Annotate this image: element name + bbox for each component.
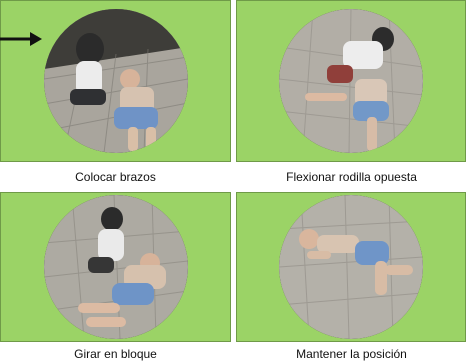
step-caption-3: Girar en bloque <box>0 347 231 361</box>
step-panel-4 <box>236 192 466 342</box>
step-panel-3 <box>0 192 231 342</box>
arrow-right-icon <box>0 28 44 50</box>
step-photo-girar-en-bloque <box>44 195 188 339</box>
step-caption-2: Flexionar rodilla opuesta <box>236 170 466 184</box>
step-photo-flexionar-rodilla <box>279 9 423 153</box>
step-panel-2 <box>236 0 466 162</box>
step-photo-colocar-brazos <box>44 9 188 153</box>
step-photo-mantener-posicion <box>279 195 423 339</box>
step-panel-1 <box>0 0 231 162</box>
step-caption-4: Mantener la posición <box>236 347 466 361</box>
step-caption-1: Colocar brazos <box>0 170 231 184</box>
